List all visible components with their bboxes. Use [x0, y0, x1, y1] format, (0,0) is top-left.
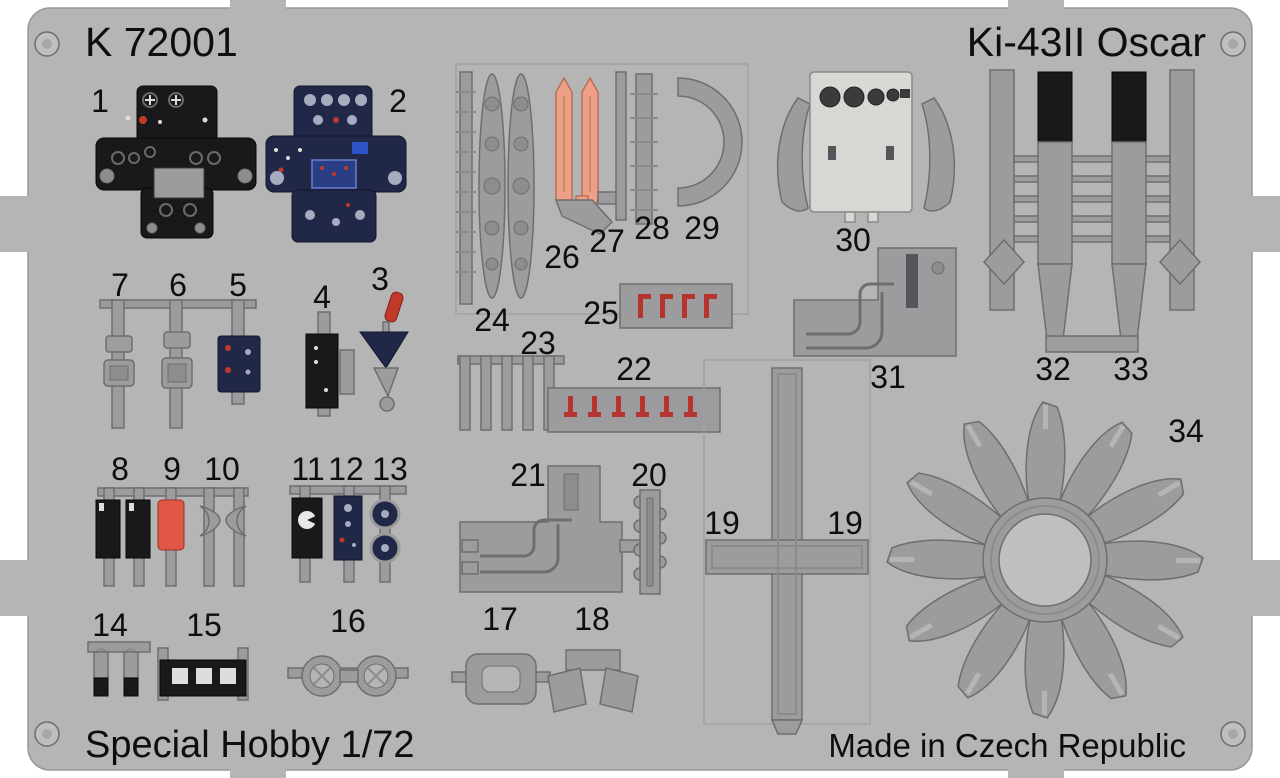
part-label-30: 30 [835, 222, 871, 258]
part-label-20: 20 [631, 457, 667, 493]
part-24-struts [456, 71, 535, 305]
part-26-exhausts [555, 76, 599, 207]
part-label-3: 3 [371, 261, 389, 297]
screw-icon [1220, 31, 1246, 57]
part-14-hooks [87, 641, 151, 697]
part-20-rail [619, 489, 667, 595]
product-title: Ki-43II Oscar [967, 19, 1206, 65]
part-label-19-left: 19 [704, 505, 740, 541]
part-label-24: 24 [474, 302, 510, 338]
part-6-buckle [161, 299, 193, 429]
product-code: K 72001 [85, 19, 238, 65]
part-3-lever [359, 291, 409, 412]
part-label-5: 5 [229, 267, 247, 303]
part-5-navy-box [217, 299, 261, 405]
part-label-6: 6 [169, 267, 187, 303]
part-label-23: 23 [520, 325, 556, 361]
part-21-bracket [459, 465, 623, 593]
part-label-13: 13 [372, 451, 408, 487]
part-label-25: 25 [583, 295, 619, 331]
part-label-33: 33 [1113, 351, 1149, 387]
part-1-instrument-panel [95, 85, 257, 239]
part-32-33-frames [982, 69, 1202, 353]
part-label-7: 7 [111, 267, 129, 303]
part-16-rings [287, 655, 409, 697]
part-2-instrument-panel [265, 85, 407, 243]
part-label-18: 18 [574, 601, 610, 637]
part-12-navy-panel [333, 485, 363, 583]
part-9-red-plate [157, 487, 185, 587]
origin-text: Made in Czech Republic [828, 727, 1186, 764]
part-label-34: 34 [1168, 413, 1204, 449]
part-label-26: 26 [544, 239, 580, 275]
part-18-flaps [547, 649, 639, 713]
part-19-spar [703, 359, 871, 735]
part-label-8: 8 [111, 451, 129, 487]
part-25-strip [619, 283, 733, 329]
part-label-29: 29 [684, 210, 720, 246]
part-34-fan [886, 401, 1204, 719]
part-13-gauges [369, 485, 401, 583]
part-label-15: 15 [186, 607, 222, 643]
part-label-27: 27 [589, 223, 625, 259]
part-label-32: 32 [1035, 351, 1071, 387]
brand-scale: Special Hobby 1/72 [85, 724, 415, 766]
part-15-placard [157, 647, 249, 701]
part-label-14: 14 [92, 607, 128, 643]
part-label-31: 31 [870, 359, 906, 395]
screw-icon [1220, 721, 1246, 747]
part-label-17: 17 [482, 601, 518, 637]
part-label-2: 2 [389, 83, 407, 119]
part-label-11: 11 [291, 451, 324, 487]
part-label-22: 22 [616, 351, 652, 387]
part-label-4: 4 [313, 279, 331, 315]
part-30-panel [776, 71, 956, 223]
part-label-1: 1 [91, 83, 109, 119]
part-label-9: 9 [163, 451, 181, 487]
part-label-16: 16 [330, 603, 366, 639]
part-17-frame [451, 653, 551, 705]
part-label-19-right: 19 [827, 505, 863, 541]
etch-frame [455, 63, 749, 315]
part-10-clips [199, 487, 247, 587]
part-22-strip [547, 387, 721, 433]
part-31-bracket [793, 247, 957, 357]
screw-icon [34, 721, 60, 747]
part-4-side-panel [305, 311, 355, 417]
part-label-28: 28 [634, 210, 670, 246]
part-29-horseshoe [677, 77, 743, 207]
part-label-10: 10 [204, 451, 240, 487]
part-28-rail [615, 71, 658, 225]
screw-icon [34, 31, 60, 57]
part-label-12: 12 [328, 451, 364, 487]
part-label-21: 21 [510, 457, 546, 493]
